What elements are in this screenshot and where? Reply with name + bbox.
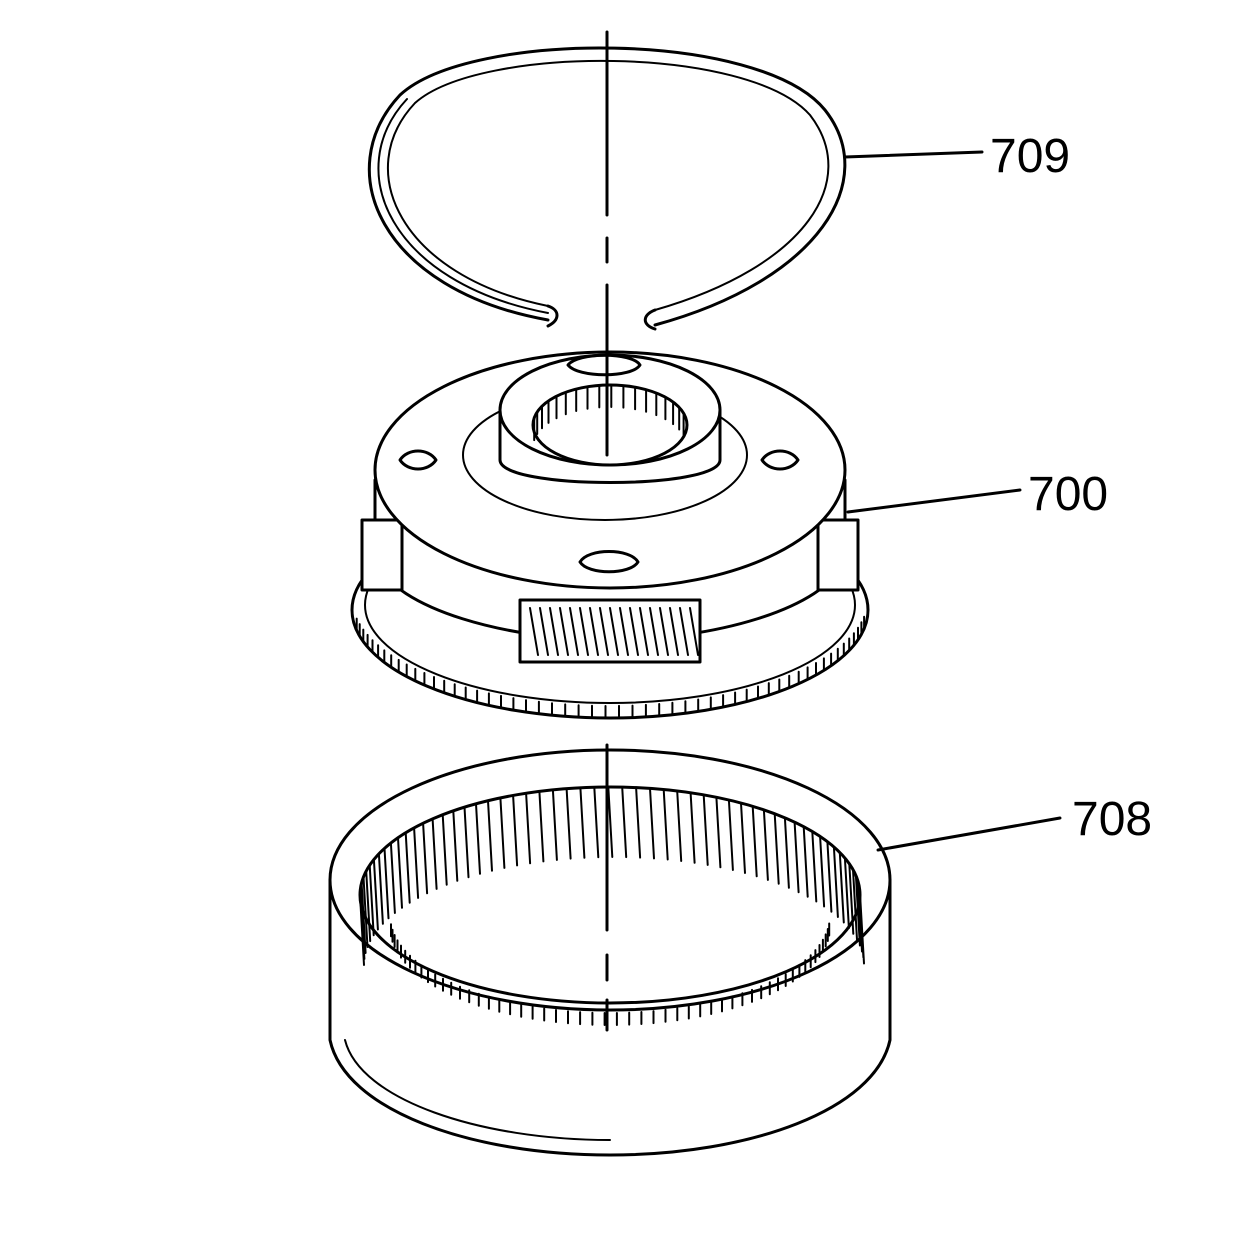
- snap-ring: [367, 46, 847, 331]
- mounting-lug: [566, 353, 642, 377]
- leader-line-708: [876, 816, 1062, 852]
- leader-line-709: [843, 150, 984, 159]
- internal-gear-teeth: [359, 786, 865, 1026]
- mounting-lug: [578, 550, 640, 574]
- callout-709: 709: [990, 130, 1070, 183]
- callout-708: 708: [1072, 793, 1152, 846]
- pinion-gear-teeth: [529, 607, 699, 656]
- internal-gear: [328, 748, 892, 1157]
- leader-line-700: [846, 488, 1022, 514]
- carrier-window: [816, 518, 860, 592]
- callout-700: 700: [1028, 468, 1108, 521]
- hub-splines: [533, 384, 685, 442]
- carrier-assembly: [350, 350, 870, 720]
- carrier-gear-teeth: [355, 615, 866, 719]
- mounting-lug: [398, 449, 438, 471]
- carrier-window: [360, 518, 404, 592]
- mounting-lug: [760, 449, 800, 471]
